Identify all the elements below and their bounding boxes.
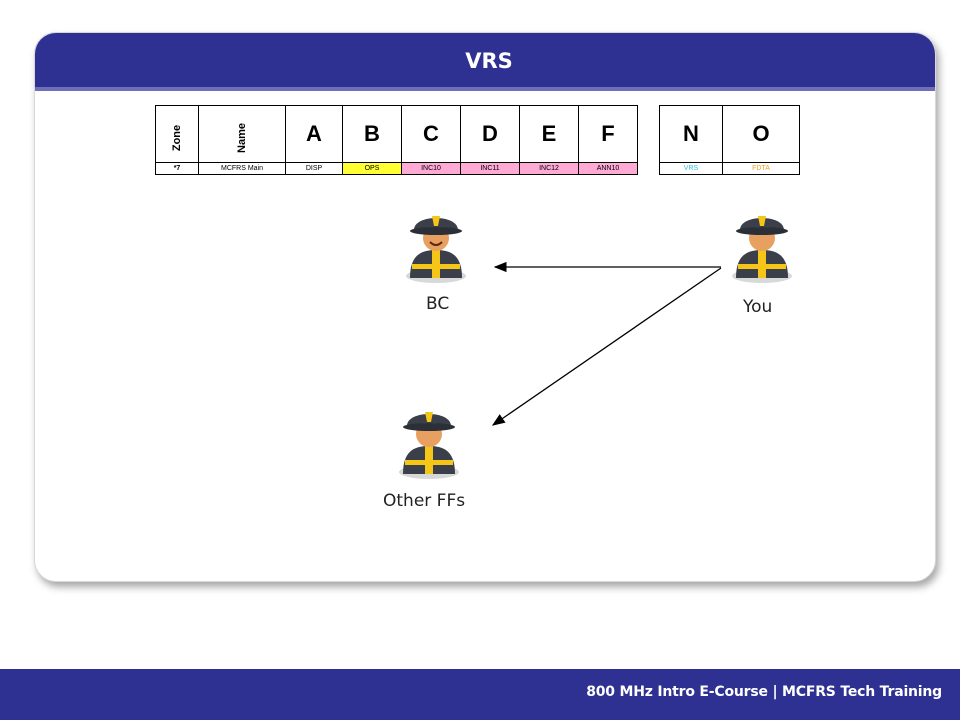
cell-f: ANN10 xyxy=(578,162,638,175)
other-ffs-label: Other FFs xyxy=(383,491,466,511)
cell-name: MCFRS Main xyxy=(198,162,286,175)
cell-e: INC12 xyxy=(519,162,579,175)
you-label: You xyxy=(743,297,773,317)
firefighter-icon xyxy=(399,412,459,479)
firefighter-icon xyxy=(732,216,792,283)
col-header-n: N xyxy=(659,105,723,163)
arrow-to-others xyxy=(491,267,722,426)
header-divider xyxy=(35,87,935,91)
col-header-f: F xyxy=(578,105,638,163)
page-title: VRS xyxy=(465,49,513,73)
col-header-name: Name xyxy=(198,105,286,163)
col-header-c: C xyxy=(401,105,461,163)
col-header-e: E xyxy=(519,105,579,163)
zone-table-right: N O VRS FDTA xyxy=(659,105,800,175)
col-header-o: O xyxy=(722,105,800,163)
cell-d: INC11 xyxy=(460,162,520,175)
footer-text: 800 MHz Intro E-Course | MCFRS Tech Trai… xyxy=(586,684,942,700)
firefighter-icon xyxy=(406,216,466,283)
zone-table-left: Zone Name A B C D E F *7 MCFRS Main DISP… xyxy=(155,105,638,175)
cell-a: DISP xyxy=(285,162,343,175)
cell-zone: *7 xyxy=(155,162,199,175)
cell-o: FDTA xyxy=(722,162,800,175)
cell-c: INC10 xyxy=(401,162,461,175)
footer-bar: 800 MHz Intro E-Course | MCFRS Tech Trai… xyxy=(0,669,960,720)
bc-label: BC xyxy=(426,294,450,314)
cell-b: OPS xyxy=(342,162,402,175)
card-header: VRS xyxy=(35,33,935,91)
